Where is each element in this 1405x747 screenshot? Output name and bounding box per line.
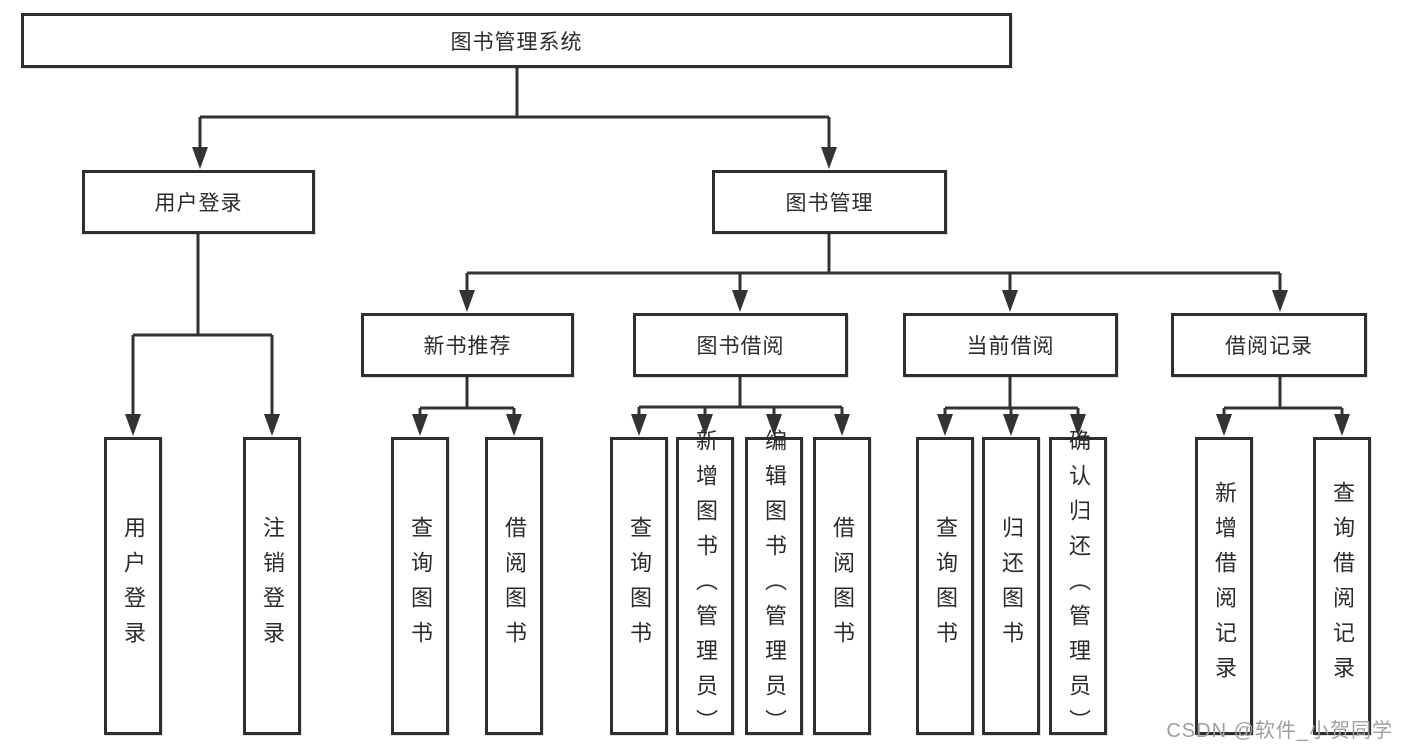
node-root-label: 图书管理系统 bbox=[450, 30, 583, 54]
arrowhead bbox=[1216, 414, 1232, 436]
leaf-add-book-admin: 新增图书（管理员） bbox=[676, 429, 734, 744]
leaf-logout: 注销登录 bbox=[243, 437, 301, 735]
edge-root-to-level2 bbox=[198, 68, 831, 147]
leaf-query-book-1-label: 查询图书 bbox=[408, 516, 433, 656]
arrowhead bbox=[459, 290, 475, 312]
csdn-watermark: CSDN @软件_小贺同学 bbox=[1166, 720, 1393, 742]
arrowhead bbox=[125, 414, 141, 436]
arrowhead bbox=[1003, 414, 1019, 436]
node-borrow-record-label: 借阅记录 bbox=[1225, 335, 1313, 358]
leaf-confirm-return-admin: 确认归还（管理员） bbox=[1049, 429, 1107, 744]
node-book-borrow: 图书借阅 bbox=[633, 313, 848, 377]
arrowhead bbox=[1334, 414, 1350, 436]
leaf-user-login-label: 用户登录 bbox=[121, 516, 146, 656]
leaf-borrow-book-2-label: 借阅图书 bbox=[830, 516, 855, 656]
leaf-query-borrow-record-label: 查询借阅记录 bbox=[1330, 481, 1355, 691]
arrowhead bbox=[1272, 290, 1288, 312]
node-new-book-recommend: 新书推荐 bbox=[361, 313, 574, 377]
leaf-query-book-3: 查询图书 bbox=[916, 437, 974, 735]
node-book-management: 图书管理 bbox=[712, 170, 947, 234]
leaf-query-book-2-label: 查询图书 bbox=[627, 516, 652, 656]
leaf-query-book-1: 查询图书 bbox=[391, 437, 449, 735]
edge-current-borrow-children bbox=[943, 377, 1080, 415]
leaf-edit-book-admin-label: 编辑图书（管理员） bbox=[762, 428, 787, 744]
edge-borrow-record-children bbox=[1222, 377, 1344, 415]
node-root: 图书管理系统 bbox=[21, 13, 1012, 68]
leaf-borrow-book-1-label: 借阅图书 bbox=[502, 516, 527, 656]
arrowhead bbox=[506, 414, 522, 436]
arrowhead bbox=[732, 290, 748, 312]
leaf-return-book: 归还图书 bbox=[982, 437, 1040, 735]
node-user-login: 用户登录 bbox=[82, 170, 315, 234]
arrowhead bbox=[1002, 290, 1018, 312]
arrowhead bbox=[264, 414, 280, 436]
arrowhead bbox=[631, 414, 647, 436]
node-current-borrow-label: 当前借阅 bbox=[966, 335, 1055, 358]
arrowhead bbox=[834, 414, 850, 436]
arrowhead bbox=[821, 147, 837, 169]
leaf-logout-label: 注销登录 bbox=[260, 516, 285, 656]
leaf-return-book-label: 归还图书 bbox=[999, 516, 1024, 656]
leaf-add-borrow-record: 新增借阅记录 bbox=[1195, 437, 1253, 735]
node-book-borrow-label: 图书借阅 bbox=[696, 335, 785, 358]
leaf-add-book-admin-label: 新增图书（管理员） bbox=[693, 428, 718, 744]
leaf-edit-book-admin: 编辑图书（管理员） bbox=[745, 429, 803, 744]
node-book-management-label: 图书管理 bbox=[785, 192, 874, 215]
node-new-book-recommend-label: 新书推荐 bbox=[423, 335, 512, 358]
node-current-borrow: 当前借阅 bbox=[903, 313, 1118, 377]
leaf-add-borrow-record-label: 新增借阅记录 bbox=[1212, 481, 1237, 691]
node-borrow-record: 借阅记录 bbox=[1171, 313, 1367, 377]
edge-book-management-children bbox=[465, 234, 1282, 291]
leaf-query-book-3-label: 查询图书 bbox=[933, 516, 958, 656]
leaf-borrow-book-2: 借阅图书 bbox=[813, 437, 871, 735]
arrowhead bbox=[937, 414, 953, 436]
arrowhead bbox=[192, 147, 208, 169]
leaf-confirm-return-admin-label: 确认归还（管理员） bbox=[1066, 428, 1091, 744]
leaf-borrow-book-1: 借阅图书 bbox=[485, 437, 543, 735]
edge-user-login-children bbox=[131, 234, 274, 415]
arrowhead bbox=[412, 414, 428, 436]
edge-new-book-children bbox=[418, 377, 516, 415]
node-user-login-label: 用户登录 bbox=[154, 192, 243, 215]
leaf-query-book-2: 查询图书 bbox=[610, 437, 668, 735]
leaf-user-login: 用户登录 bbox=[104, 437, 162, 735]
leaf-query-borrow-record: 查询借阅记录 bbox=[1313, 437, 1371, 735]
edge-book-borrow-children bbox=[637, 377, 844, 415]
